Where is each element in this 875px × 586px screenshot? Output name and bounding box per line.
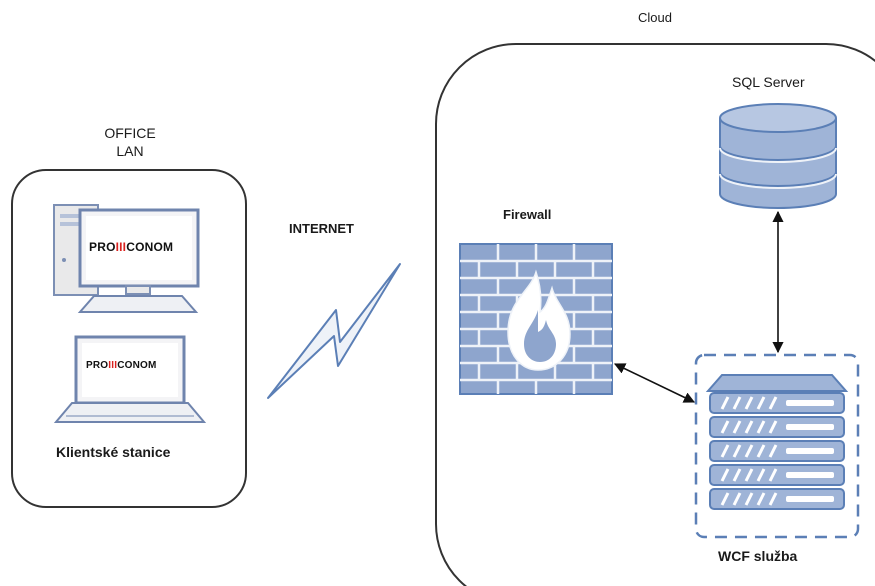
office-lan-container [11,169,247,508]
desktop-brand-logo: PROIIICONOM [89,240,173,254]
wcf-boundary [694,353,860,539]
firewall-wcf-connector [613,363,696,403]
wcf-service-label: WCF služba [718,548,798,564]
office-lan-title: OFFICE LAN [90,124,170,160]
server-rack-icon [705,374,849,510]
cloud-container [435,43,875,586]
sql-server-label: SQL Server [732,74,805,90]
office-title-line1: OFFICE [104,125,156,141]
laptop-icon [53,335,207,423]
clients-label: Klientské stanice [56,444,171,460]
cloud-label: Cloud [638,10,672,25]
laptop-brand-logo: PROIIICONOM [86,360,157,371]
firewall-icon [459,243,613,395]
lightning-link-icon [267,263,401,399]
database-icon [719,103,837,209]
office-title-line2: LAN [116,143,144,159]
firewall-label: Firewall [503,207,552,222]
desktop-computer-icon [53,204,200,313]
brand-mid: III [115,240,127,254]
brand-mid: III [108,360,118,371]
brand-suffix: CONOM [117,360,157,371]
brand-suffix: CONOM [126,240,174,254]
brand-prefix: PRO [86,360,109,371]
brand-prefix: PRO [89,240,116,254]
internet-label: INTERNET [289,221,354,236]
